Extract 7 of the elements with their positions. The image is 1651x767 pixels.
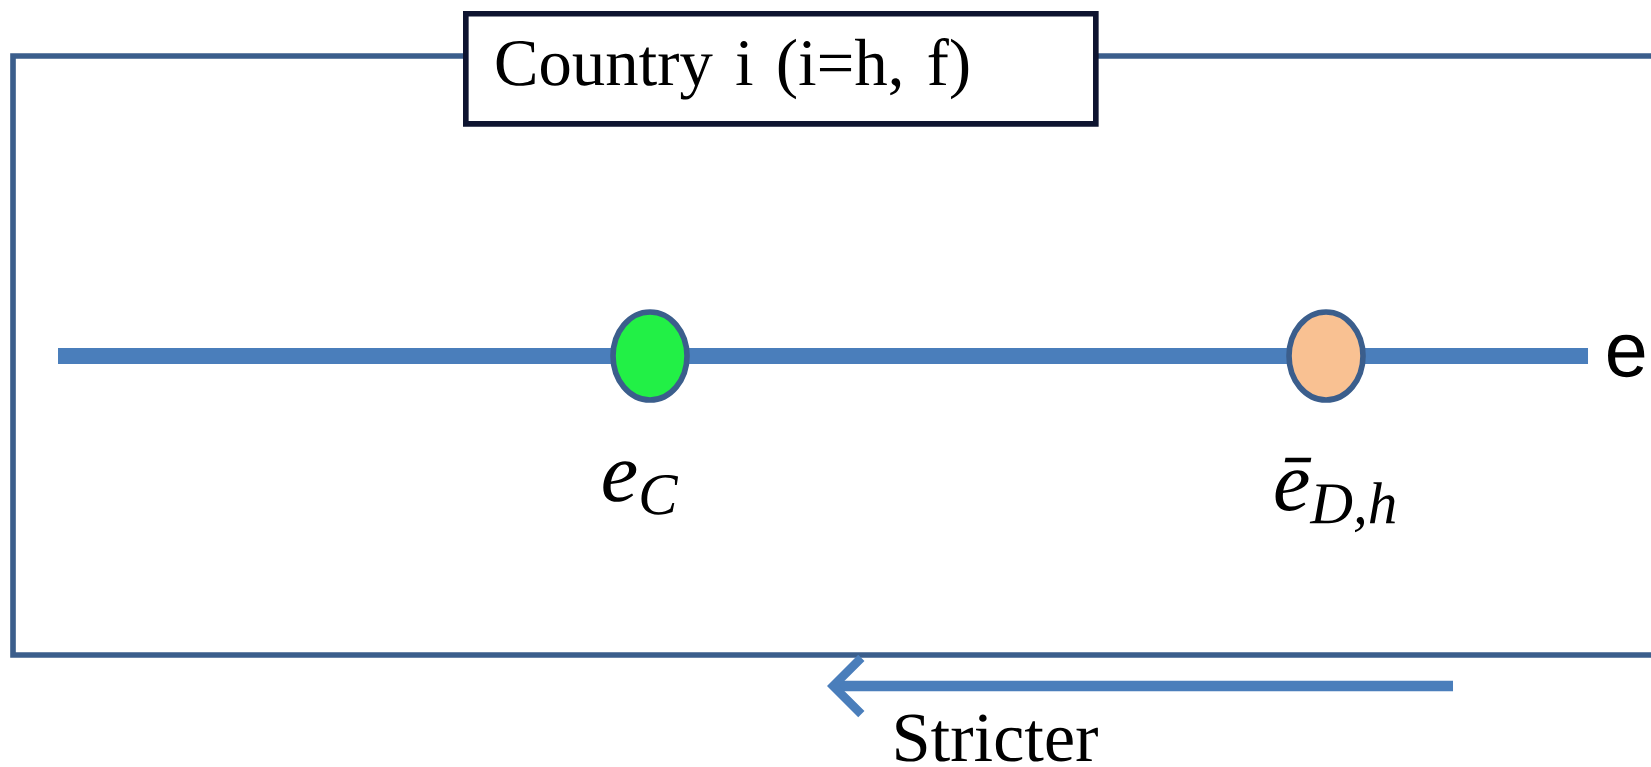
axis-label: e <box>1608 334 1645 378</box>
math-label: ē$_{D,h}$ <box>1275 457 1395 533</box>
direction-label: Stricter <box>896 714 1098 762</box>
heading-box: Country i (i=h, f) <box>463 11 1099 127</box>
math-label: e$_{C}$ <box>603 461 679 515</box>
circle-marker <box>610 309 690 403</box>
circle-marker <box>1286 309 1366 403</box>
